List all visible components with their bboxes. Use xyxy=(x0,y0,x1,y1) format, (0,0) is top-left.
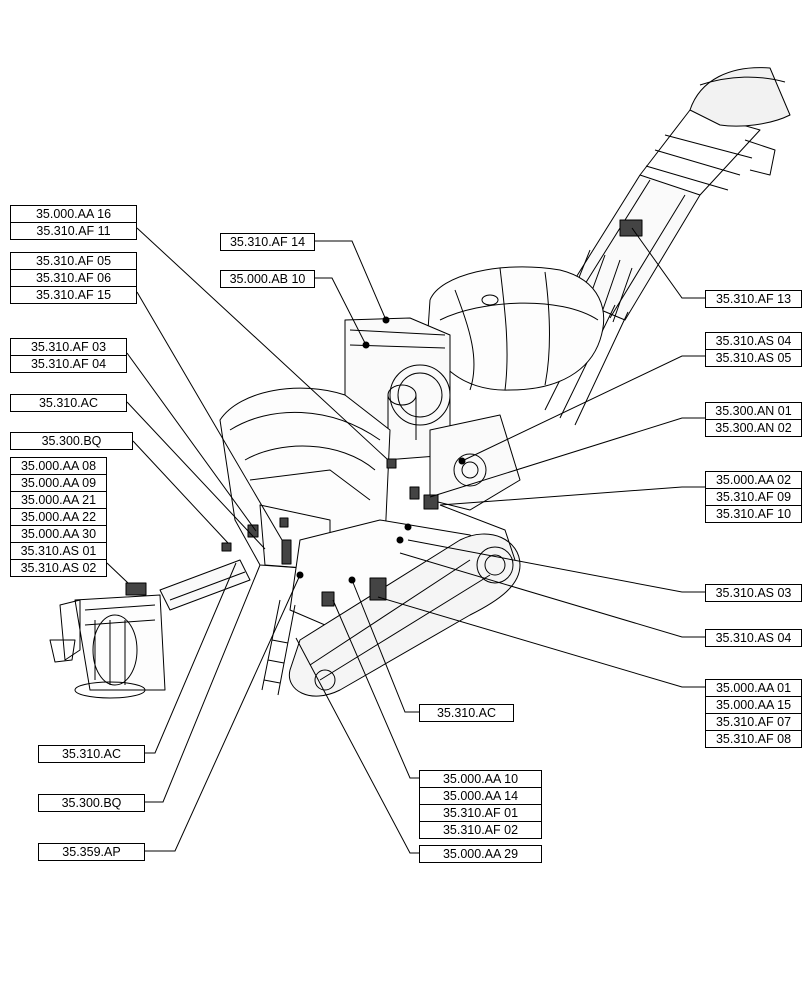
callout-c18: 35.000.AA 29 xyxy=(419,845,542,863)
callout-reference: 35.300.BQ xyxy=(41,434,102,448)
callout-reference: 35.000.AA 29 xyxy=(442,847,519,861)
callout-reference: 35.300.AN 01 xyxy=(715,404,792,418)
callout-reference: 35.310.AC xyxy=(61,747,122,761)
callout-reference: 35.310.AS 01 xyxy=(11,542,106,559)
callout-reference: 35.300.AN 02 xyxy=(706,419,801,436)
callout-c19: 35.310.AC xyxy=(38,745,145,763)
callout-reference: 35.310.AC xyxy=(436,706,497,720)
callout-reference: 35.000.AA 16 xyxy=(35,207,112,221)
callout-c8: 35.000.AB 10 xyxy=(220,270,315,288)
callout-reference: 35.310.AF 09 xyxy=(706,488,801,505)
callout-c4: 35.310.AC xyxy=(10,394,127,412)
callout-reference: 35.310.AF 07 xyxy=(706,713,801,730)
callout-reference: 35.000.AA 01 xyxy=(715,681,792,695)
callout-reference: 35.000.AA 10 xyxy=(442,772,519,786)
callout-reference: 35.310.AF 13 xyxy=(715,292,792,306)
callout-reference: 35.310.AS 02 xyxy=(11,559,106,576)
callout-c16: 35.310.AC xyxy=(419,704,514,722)
callout-reference: 35.310.AF 05 xyxy=(35,254,112,268)
callout-reference: 35.310.AF 11 xyxy=(11,222,136,239)
callout-reference: 35.310.AC xyxy=(38,396,99,410)
callout-reference: 35.310.AS 04 xyxy=(715,334,792,348)
callout-c13: 35.310.AS 03 xyxy=(705,584,802,602)
callout-reference: 35.310.AF 10 xyxy=(706,505,801,522)
callout-reference: 35.310.AF 15 xyxy=(11,286,136,303)
callout-reference: 35.359.AP xyxy=(62,845,121,859)
callout-c21: 35.359.AP xyxy=(38,843,145,861)
callout-reference: 35.000.AA 08 xyxy=(20,459,97,473)
callout-reference: 35.310.AF 01 xyxy=(420,804,541,821)
callout-c7: 35.310.AF 14 xyxy=(220,233,315,251)
callout-c20: 35.300.BQ xyxy=(38,794,145,812)
callout-reference: 35.310.AF 08 xyxy=(706,730,801,747)
callout-reference: 35.000.AA 14 xyxy=(420,787,541,804)
callout-reference: 35.310.AF 14 xyxy=(229,235,306,249)
callout-c5: 35.300.BQ xyxy=(10,432,133,450)
callout-reference: 35.310.AS 03 xyxy=(715,586,792,600)
callout-reference: 35.000.AB 10 xyxy=(229,272,306,286)
callout-reference: 35.300.BQ xyxy=(61,796,122,810)
callout-reference: 35.000.AA 21 xyxy=(11,491,106,508)
callout-reference: 35.310.AS 05 xyxy=(706,349,801,366)
callout-reference: 35.000.AA 15 xyxy=(706,696,801,713)
callout-reference: 35.000.AA 02 xyxy=(715,473,792,487)
callout-c14: 35.310.AS 04 xyxy=(705,629,802,647)
callout-reference: 35.000.AA 30 xyxy=(11,525,106,542)
callout-reference: 35.000.AA 22 xyxy=(11,508,106,525)
callout-reference: 35.310.AS 04 xyxy=(715,631,792,645)
callout-reference: 35.310.AF 03 xyxy=(30,340,107,354)
callout-c9: 35.310.AF 13 xyxy=(705,290,802,308)
callout-reference: 35.000.AA 09 xyxy=(11,474,106,491)
callout-reference: 35.310.AF 02 xyxy=(420,821,541,838)
callout-reference: 35.310.AF 06 xyxy=(11,269,136,286)
callout-reference: 35.310.AF 04 xyxy=(11,355,126,372)
